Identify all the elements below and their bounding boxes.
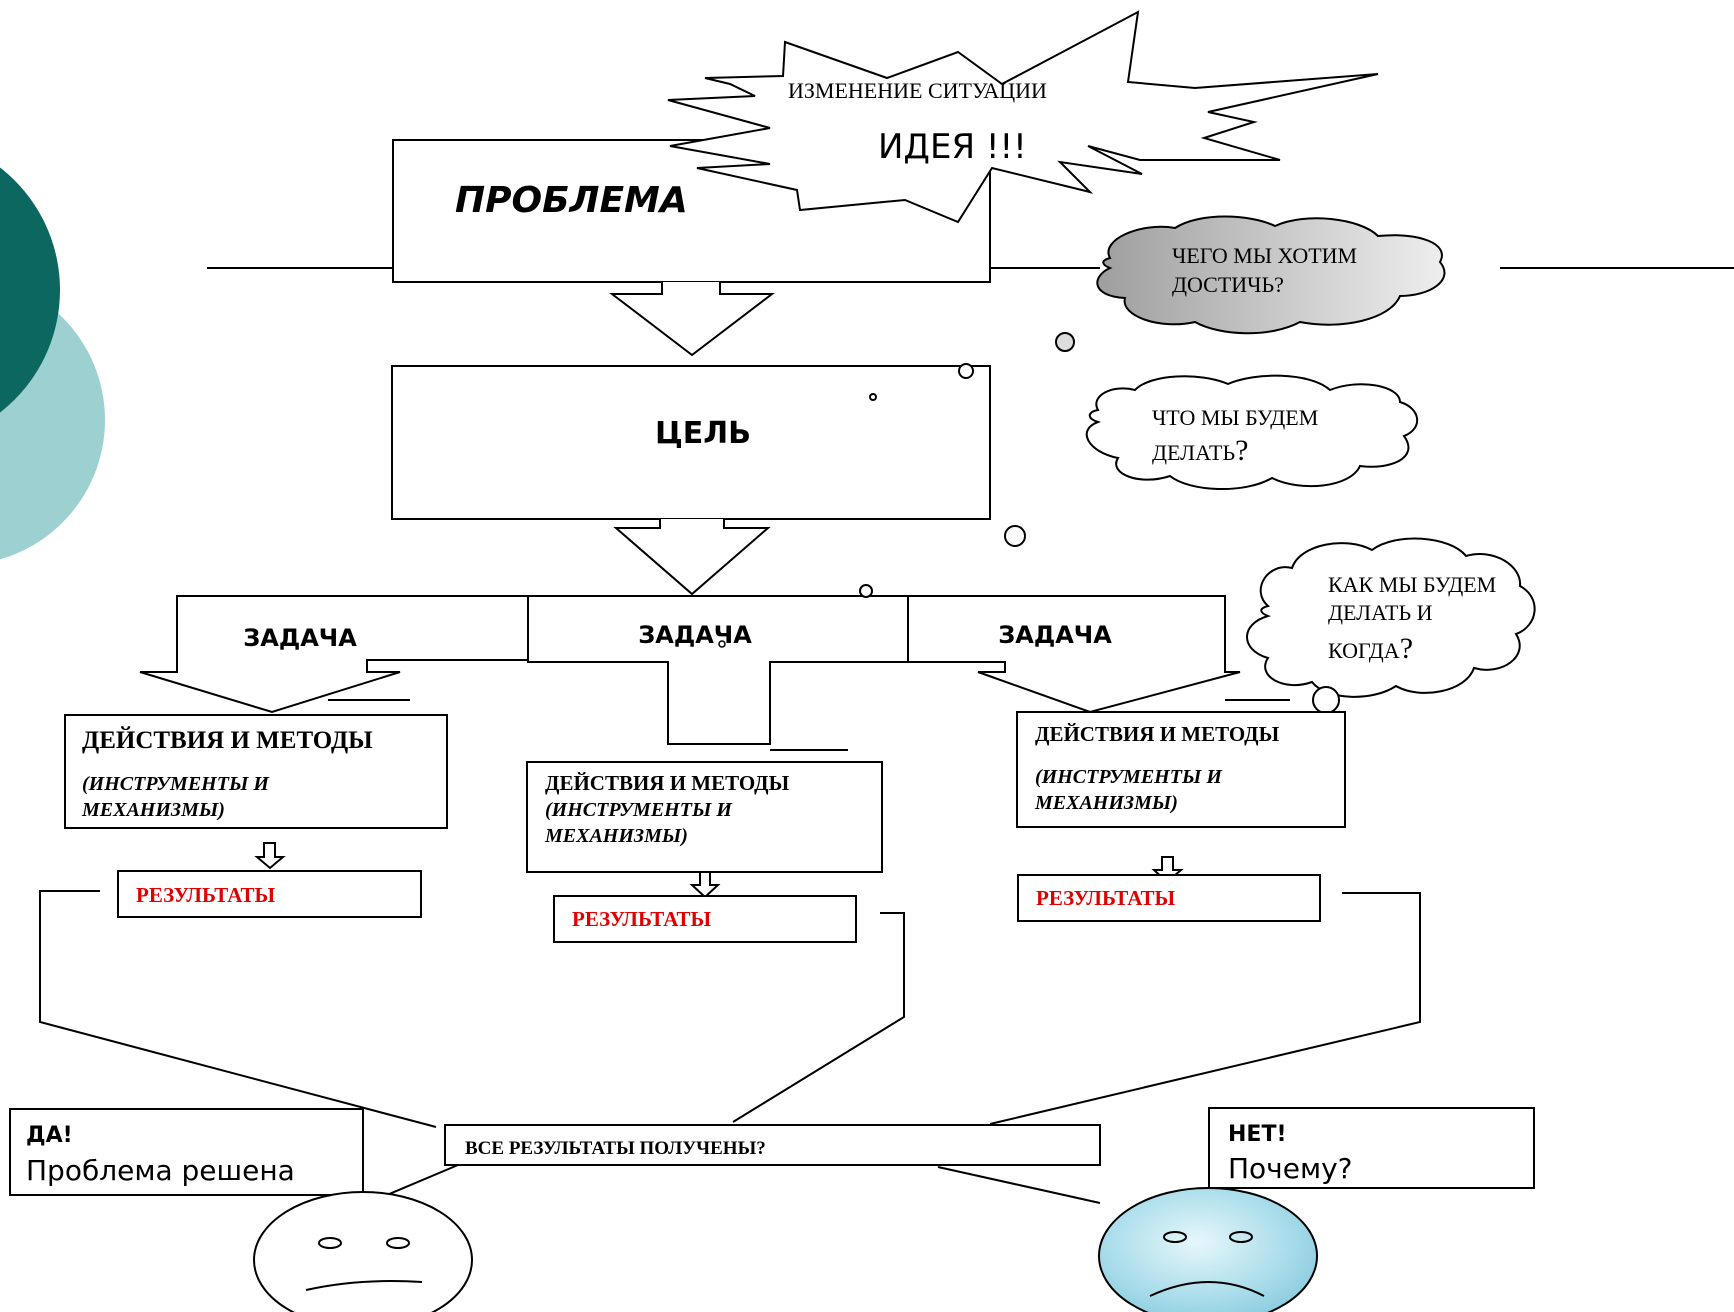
task-label-1: ЗАДАЧА bbox=[243, 624, 357, 652]
cloud3-line3: КОГДА? bbox=[1328, 632, 1413, 665]
actions-box-3: ДЕЙСТВИЯ И МЕТОДЫ (ИНСТРУМЕНТЫ И МЕХАНИЗ… bbox=[1016, 711, 1346, 828]
task-label-3: ЗАДАЧА bbox=[998, 621, 1112, 649]
happy-face-icon bbox=[253, 1191, 473, 1312]
results3-label: РЕЗУЛЬТАТЫ bbox=[1036, 886, 1176, 910]
problem-label: ПРОБЛЕМА bbox=[455, 180, 688, 221]
cloud2-line2: ДЕЛАТЬ? bbox=[1152, 434, 1248, 467]
actions3-sub2: МЕХАНИЗМЫ) bbox=[1034, 792, 1178, 814]
cloud1-line1: ЧЕГО МЫ ХОТИМ bbox=[1172, 243, 1357, 268]
yes-title: ДА! bbox=[26, 1123, 73, 1148]
actions3-sub1: (ИНСТРУМЕНТЫ И bbox=[1035, 766, 1223, 788]
cloud-what-we-do: ЧТО МЫ БУДЕМ ДЕЛАТЬ? bbox=[1085, 374, 1418, 491]
actions1-sub2: МЕХАНИЗМЫ) bbox=[81, 799, 225, 821]
arrow-goal-to-tasks bbox=[613, 519, 771, 596]
cloud1-line2: ДОСТИЧЬ? bbox=[1172, 272, 1284, 297]
no-text: Почему? bbox=[1228, 1152, 1353, 1185]
sad-face-icon bbox=[1098, 1187, 1318, 1312]
results-box-1: РЕЗУЛЬТАТЫ bbox=[117, 870, 422, 918]
actions1-sub1: (ИНСТРУМЕНТЫ И bbox=[82, 773, 270, 795]
tasks-block: ЗАДАЧА ЗАДАЧА ЗАДАЧА bbox=[139, 595, 1290, 751]
burst-line2: ИДЕЯ !!! bbox=[878, 127, 1027, 167]
actions-box-1: ДЕЙСТВИЯ И МЕТОДЫ (ИНСТРУМЕНТЫ И МЕХАНИЗ… bbox=[64, 714, 448, 829]
actions1-title: ДЕЙСТВИЯ И МЕТОДЫ bbox=[82, 726, 373, 754]
yes-text: Проблема решена bbox=[26, 1154, 295, 1187]
cloud3-line1: КАК МЫ БУДЕМ bbox=[1328, 572, 1496, 597]
results-box-2: РЕЗУЛЬТАТЫ bbox=[553, 895, 857, 943]
actions2-title: ДЕЙСТВИЯ И МЕТОДЫ bbox=[545, 771, 790, 795]
goal-box: ЦЕЛЬ bbox=[391, 365, 991, 520]
results2-label: РЕЗУЛЬТАТЫ bbox=[572, 907, 712, 931]
actions3-title: ДЕЙСТВИЯ И МЕТОДЫ bbox=[1035, 722, 1280, 746]
results-box-3: РЕЗУЛЬТАТЫ bbox=[1017, 874, 1321, 922]
decor-dark-teal-circle bbox=[0, 167, 60, 413]
arrow-problem-to-goal bbox=[609, 282, 775, 357]
small-arrow-2 bbox=[689, 871, 721, 899]
cloud3-line2: ДЕЛАТЬ И bbox=[1328, 600, 1433, 625]
results1-label: РЕЗУЛЬТАТЫ bbox=[136, 883, 276, 907]
cloud-what-we-want: ЧЕГО МЫ ХОТИМ ДОСТИЧЬ? bbox=[1096, 215, 1446, 335]
goal-label: ЦЕЛЬ bbox=[655, 416, 751, 451]
no-title: НЕТ! bbox=[1228, 1122, 1286, 1147]
yes-box: ДА! Проблема решена bbox=[9, 1108, 364, 1196]
cloud2-line1: ЧТО МЫ БУДЕМ bbox=[1152, 405, 1318, 430]
cloud-how-when: КАК МЫ БУДЕМ ДЕЛАТЬ И КОГДА? bbox=[1246, 537, 1536, 698]
actions-box-2: ДЕЙСТВИЯ И МЕТОДЫ (ИНСТРУМЕНТЫ И МЕХАНИЗ… bbox=[526, 761, 883, 873]
tiny-bubble bbox=[718, 640, 726, 648]
task-label-2: ЗАДАЧА bbox=[638, 621, 752, 649]
actions2-sub2: МЕХАНИЗМЫ) bbox=[544, 825, 688, 847]
burst-line1: ИЗМЕНЕНИЕ СИТУАЦИИ bbox=[788, 78, 1047, 103]
small-arrow-1 bbox=[254, 842, 286, 870]
idea-burst: ИЗМЕНЕНИЕ СИТУАЦИИ ИДЕЯ !!! bbox=[667, 10, 1379, 224]
question-box: ВСЕ РЕЗУЛЬТАТЫ ПОЛУЧЕНЫ? bbox=[444, 1124, 1101, 1166]
question-label: ВСЕ РЕЗУЛЬТАТЫ ПОЛУЧЕНЫ? bbox=[465, 1138, 766, 1159]
no-box: НЕТ! Почему? bbox=[1208, 1107, 1535, 1189]
actions2-sub1: (ИНСТРУМЕНТЫ И bbox=[545, 799, 733, 821]
